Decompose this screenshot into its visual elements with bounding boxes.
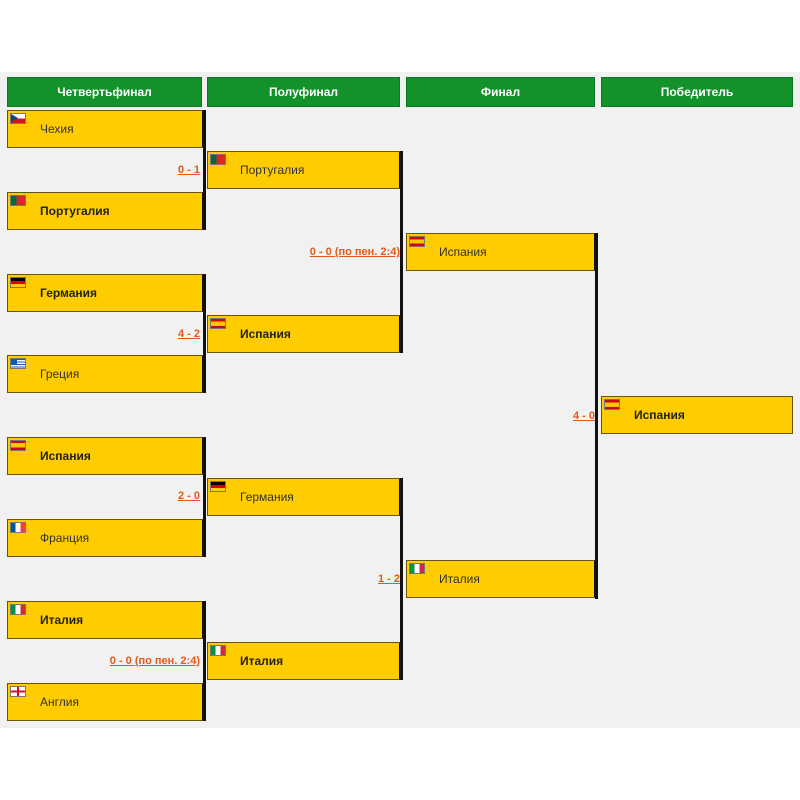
bracket-connector — [203, 110, 206, 230]
team-box[interactable]: Франция — [7, 519, 206, 557]
team-name: Греция — [40, 367, 80, 381]
team-name: Португалия — [40, 204, 110, 218]
czech-flag-icon — [10, 113, 26, 124]
team-name: Чехия — [40, 122, 74, 136]
england-flag-icon — [10, 686, 26, 697]
team-box[interactable]: Германия — [7, 274, 206, 312]
france-flag-icon — [10, 522, 26, 533]
spain-flag-icon — [409, 236, 425, 247]
team-box[interactable]: Германия — [207, 478, 403, 516]
greece-flag-icon — [10, 358, 26, 369]
match-score-link[interactable]: 4 - 0 — [572, 410, 595, 422]
team-box[interactable]: Греция — [7, 355, 206, 393]
bracket-connector — [203, 601, 206, 721]
portugal-flag-icon — [10, 195, 26, 206]
header-winner: Победитель — [601, 77, 793, 107]
czech-flag-triangle — [11, 114, 18, 122]
portugal-flag-icon — [210, 154, 226, 165]
team-name: Италия — [439, 572, 480, 586]
spain-flag-icon — [210, 318, 226, 329]
bracket-connector — [400, 151, 403, 353]
match-score-link[interactable]: 2 - 0 — [177, 490, 200, 502]
header-final: Финал — [406, 77, 595, 107]
greece-flag-canton — [11, 359, 17, 364]
team-name: Франция — [40, 531, 90, 545]
match-score-link[interactable]: 0 - 0 (по пен. 2:4) — [109, 655, 200, 667]
team-box[interactable]: Испания — [7, 437, 206, 475]
germany-flag-icon — [210, 481, 226, 492]
header-semifinal: Полуфинал — [207, 77, 400, 107]
winner-team-name: Испания — [634, 408, 685, 422]
spain-flag-icon — [604, 399, 620, 410]
winner-team-box[interactable]: Испания — [601, 396, 793, 434]
team-name: Германия — [40, 286, 98, 300]
team-name: Италия — [240, 654, 284, 668]
team-name: Италия — [40, 613, 84, 627]
bracket-connector — [203, 274, 206, 393]
team-box[interactable]: Чехия — [7, 110, 206, 148]
match-score-link[interactable]: 0 - 0 (по пен. 2:4) — [309, 246, 400, 258]
team-box[interactable]: Испания — [406, 233, 598, 271]
team-box[interactable]: Италия — [207, 642, 403, 680]
team-name: Испания — [240, 327, 291, 341]
bracket-connector — [400, 478, 403, 680]
team-name: Испания — [439, 245, 487, 259]
germany-flag-icon — [10, 277, 26, 288]
match-score-link[interactable]: 4 - 2 — [177, 328, 200, 340]
team-name: Германия — [240, 490, 294, 504]
italy-flag-icon — [10, 604, 26, 615]
team-name: Испания — [40, 449, 91, 463]
team-name: Португалия — [240, 163, 305, 177]
team-box[interactable]: Италия — [7, 601, 206, 639]
match-score-link[interactable]: 1 - 2 — [377, 573, 400, 585]
italy-flag-icon — [409, 563, 425, 574]
bracket-connector — [595, 233, 598, 599]
team-box[interactable]: Португалия — [7, 192, 206, 230]
bracket-connector — [203, 437, 206, 557]
header-quarterfinal: Четвертьфинал — [7, 77, 202, 107]
italy-flag-icon — [210, 645, 226, 656]
match-score-link[interactable]: 0 - 1 — [177, 164, 200, 176]
spain-flag-icon — [10, 440, 26, 451]
team-box[interactable]: Португалия — [207, 151, 403, 189]
team-box[interactable]: Испания — [207, 315, 403, 353]
team-box[interactable]: Англия — [7, 683, 206, 721]
team-name: Англия — [40, 695, 79, 709]
team-box[interactable]: Италия — [406, 560, 598, 598]
